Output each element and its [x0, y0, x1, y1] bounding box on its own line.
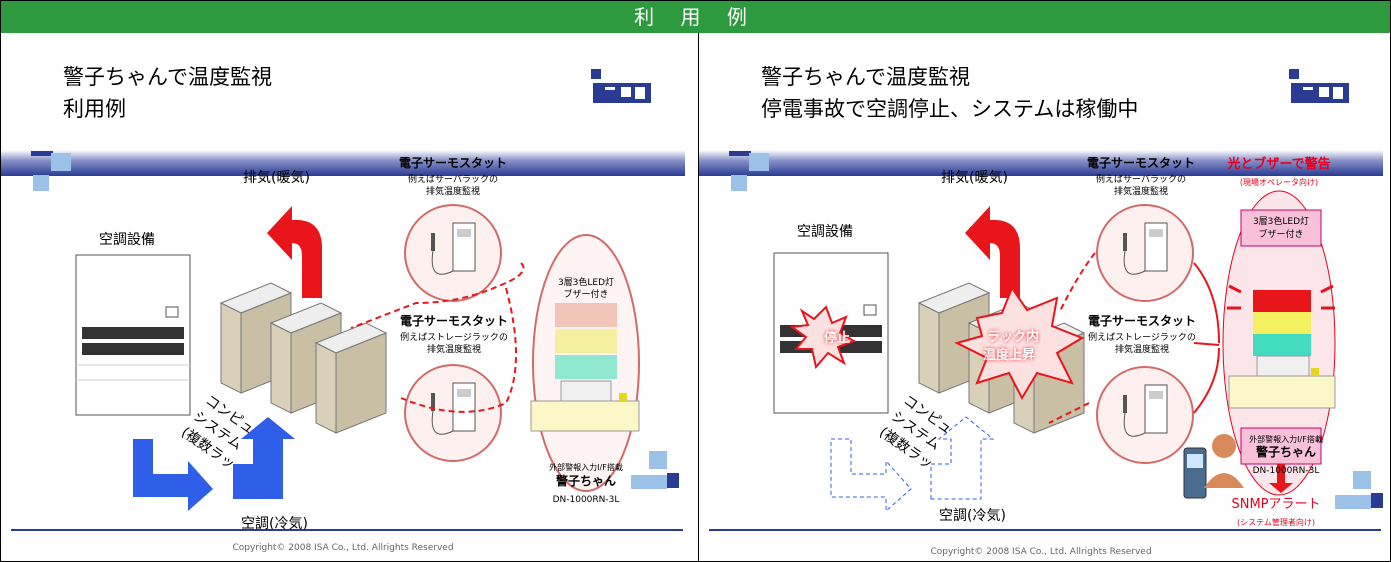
device-name: 警子ちゃん	[1255, 445, 1316, 459]
device-note: 外部警報入力I/F搭載	[549, 463, 623, 472]
rack-temp-label1: ラック内	[987, 330, 1040, 345]
ac-unit-label: 空調設備	[99, 232, 155, 248]
thermostat2-icon	[404, 364, 502, 462]
hot-air-arrow-icon	[267, 206, 322, 298]
thermo1-desc1: 例えばサーバラックの	[1096, 175, 1186, 185]
header-bar: 利 用 例	[1, 1, 1390, 33]
led-tower-icon	[530, 234, 640, 492]
thermo2-desc1: 例えばストレージラックの	[400, 333, 508, 343]
mobile-phone-icon	[1183, 434, 1244, 499]
slide-left: 警子ちゃんで温度監視 利用例 排気(暖気) 空調設備	[1, 33, 698, 561]
device-model: DN-1000RN-3L	[1252, 466, 1320, 476]
title-underline-bar	[1, 150, 685, 176]
thermo2-desc1: 例えばストレージラックの	[1088, 333, 1196, 343]
slide-title-line2: 利用例	[63, 97, 126, 121]
copyright: Copyright© 2008 ISA Co., Ltd. Allrights …	[930, 547, 1152, 557]
server-racks-icon	[219, 282, 388, 434]
ac-unit-icon	[773, 252, 889, 414]
led-label1: 3層3色LED灯	[1252, 217, 1310, 227]
slide-title-line2: 停電事故で空調停止、システムは稼働中	[761, 97, 1139, 121]
isa-logo-icon	[591, 69, 651, 103]
thermo1-desc2: 排気温度監視	[1113, 187, 1168, 197]
cooling-label: 空調(冷気)	[241, 516, 308, 532]
copyright: Copyright© 2008 ISA Co., Ltd. Allrights …	[232, 543, 454, 553]
column-divider	[698, 33, 699, 561]
thermostat1-icon	[404, 204, 502, 302]
cool-air-arrows-icon	[133, 417, 295, 511]
snmp-alert: SNMPアラート	[1231, 497, 1321, 512]
temperature-burst-icon	[954, 285, 1085, 401]
ac-unit-label: 空調設備	[797, 224, 853, 240]
led-tower-alert-icon	[1222, 190, 1336, 496]
exhaust-label: 排気(暖気)	[941, 170, 1008, 186]
deco-squares-bottom-icon	[631, 451, 679, 489]
thermo2-desc2: 排気温度監視	[1114, 345, 1169, 355]
signal-dashed-arrows-icon	[1048, 252, 1220, 424]
thermo2-title: 電子サーモスタット	[399, 314, 508, 328]
slide-title-line1: 警子ちゃんで温度監視	[761, 65, 970, 89]
deco-squares-icon	[31, 151, 71, 191]
warning-sub: (現場オペレータ向け)	[1239, 178, 1319, 187]
deco-squares-icon	[729, 151, 769, 191]
thermostat2-icon	[1096, 366, 1194, 464]
thermo1-desc1: 例えばサーバラックの	[408, 175, 498, 185]
exhaust-label: 排気(暖気)	[243, 170, 310, 186]
thermo1-title: 電子サーモスタット	[1086, 156, 1195, 170]
footer-line	[11, 529, 683, 531]
hot-air-arrow-icon	[965, 206, 1020, 298]
slide-right: 警子ちゃんで温度監視 停電事故で空調停止、システムは稼働中 排気(暖気) 空調設…	[699, 33, 1391, 561]
cooling-label: 空調(冷気)	[939, 508, 1006, 524]
warning-title: 光とブザーで警告	[1227, 157, 1331, 172]
led-label2: ブザー付き	[1258, 230, 1304, 240]
footer-line	[709, 529, 1381, 531]
rack-temp-label2: 温度上昇	[983, 348, 1036, 363]
slide-title-line1: 警子ちゃんで温度監視	[63, 65, 272, 89]
stop-label: 停止	[824, 331, 851, 346]
thermo2-desc2: 排気温度監視	[426, 345, 481, 355]
thermo1-title: 電子サーモスタット	[398, 156, 507, 170]
thermostat1-icon	[1096, 204, 1194, 302]
isa-logo-icon	[1289, 69, 1349, 103]
thermo1-desc2: 排気温度監視	[425, 187, 480, 197]
led-label1: 3層3色LED灯	[557, 278, 615, 288]
device-name: 警子ちゃん	[555, 474, 616, 488]
title-underline-bar	[699, 150, 1383, 176]
led-label2: ブザー付き	[563, 290, 609, 300]
device-model: DN-1000RN-3L	[552, 495, 620, 505]
ac-unit-icon	[75, 254, 191, 416]
thermo2-title: 電子サーモスタット	[1087, 314, 1196, 328]
device-note: 外部警報入力I/F搭載	[1249, 435, 1323, 444]
deco-squares-bottom-icon	[1335, 471, 1383, 509]
cool-air-arrows-dashed-icon	[830, 416, 995, 513]
snmp-sub: (システム管理者向け)	[1236, 518, 1315, 527]
signal-dashed-arrows-icon	[350, 262, 525, 413]
